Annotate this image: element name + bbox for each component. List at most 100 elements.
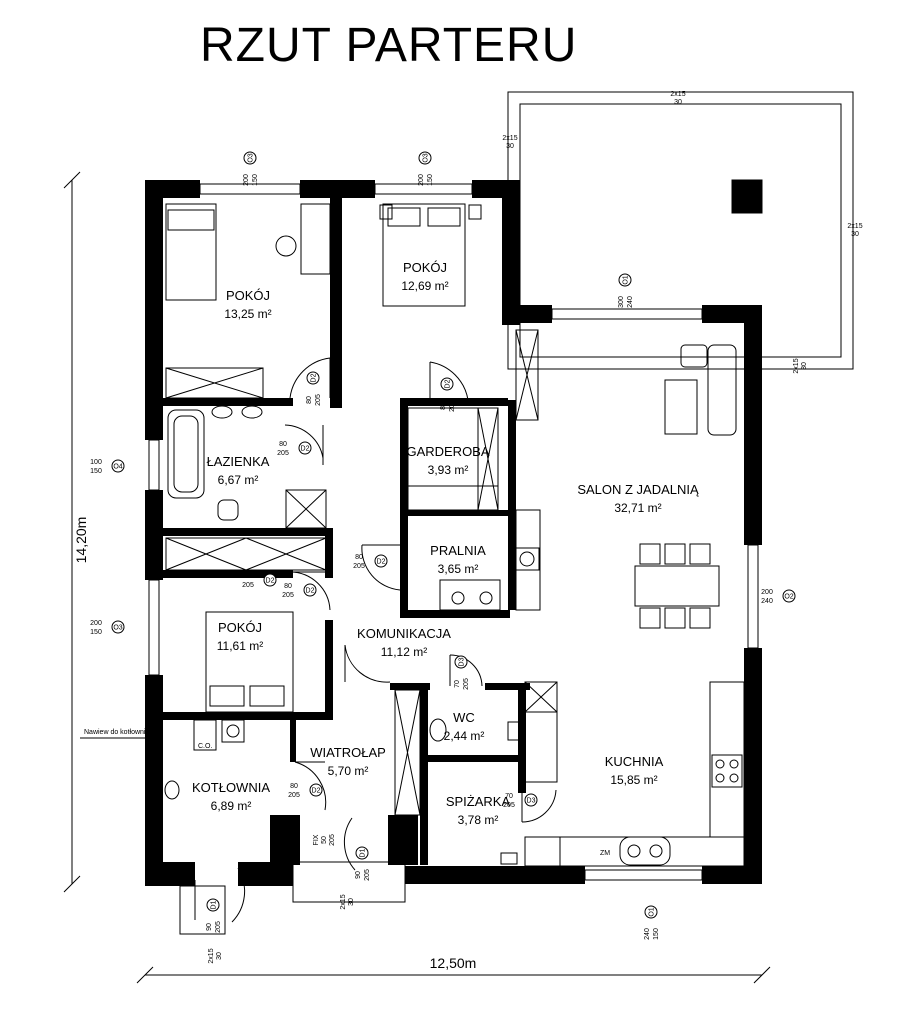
room-label: SPIŻARKA 3,78 m² <box>446 794 511 827</box>
window-size: 150 <box>653 928 660 940</box>
room-name: PRALNIA <box>430 543 486 558</box>
fix-window-text: FIX <box>313 834 320 845</box>
door-marker-circle <box>303 583 317 597</box>
window-size: 240 <box>644 928 651 940</box>
height-dimension: 14,20m <box>73 517 89 564</box>
window-marker-circle <box>111 459 125 473</box>
window-frames <box>148 183 759 881</box>
door-size: 205 <box>215 921 222 933</box>
room-name: KUCHNIA <box>605 754 664 769</box>
door-size: 80 <box>284 583 292 590</box>
room-name: POKÓJ <box>226 288 270 303</box>
room-area: 11,61 m² <box>217 639 263 653</box>
door-marker-circle <box>440 377 454 391</box>
window-marker-label: O1 <box>649 907 656 916</box>
window-marker-label: O3 <box>113 625 122 632</box>
door-marker-label: D1 <box>211 900 218 909</box>
terrace-dimension-text: 30 <box>348 898 355 906</box>
door-size: 80 <box>355 554 363 561</box>
door-size: 90 <box>355 871 362 879</box>
door-size: 205 <box>282 592 294 599</box>
door-size: 205 <box>242 582 254 589</box>
window-marker-circle <box>618 273 632 287</box>
terrace-dimension-text: 2x15 <box>847 223 862 230</box>
door-size: 70 <box>454 680 461 688</box>
door-marker-circle <box>355 846 369 860</box>
room-area: 6,89 m² <box>211 799 252 813</box>
door-marker-circle <box>263 573 277 587</box>
fix-window-text: 205 <box>329 834 336 846</box>
window-marker-circle <box>418 151 432 165</box>
window-marker-label: O1 <box>623 275 630 284</box>
door-size: 80 <box>290 783 298 790</box>
room-area: 2,44 m² <box>444 729 485 743</box>
door-size: 205 <box>364 869 371 881</box>
door-size: 80 <box>306 396 313 404</box>
door-size: 205 <box>315 394 322 406</box>
window-size: 200 <box>418 174 425 186</box>
door-marker-label: D2 <box>301 446 310 453</box>
room-label: PRALNIA 3,65 m² <box>430 543 486 576</box>
room-area: 3,93 m² <box>428 463 469 477</box>
room-area: 3,65 m² <box>438 562 479 576</box>
terrace-dimension-text: 2x15 <box>793 358 800 373</box>
terrace-dimension-text: 2x15 <box>502 135 517 142</box>
window-size: 300 <box>618 296 625 308</box>
door-marker-label: D3 <box>459 657 466 666</box>
door-size: 80 <box>244 573 252 580</box>
door-size: 205 <box>277 450 289 457</box>
interior-walls <box>163 198 530 865</box>
room-label: KOTŁOWNIA 6,89 m² <box>192 780 270 813</box>
terrace-dimension-text: 30 <box>506 143 514 150</box>
window-marker-label: O3 <box>248 153 255 162</box>
door-marker-label: D1 <box>360 848 367 857</box>
window-size: 150 <box>90 468 102 475</box>
room-area: 12,69 m² <box>401 279 448 293</box>
door-marker-label: D2 <box>306 588 315 595</box>
door-marker-label: D2 <box>445 379 452 388</box>
room-name: KOTŁOWNIA <box>192 780 270 795</box>
fix-window-text: 50 <box>321 836 328 844</box>
width-dimension: 12,50m <box>430 955 477 971</box>
door-marker-circle <box>374 554 388 568</box>
door-marker-label: D2 <box>266 578 275 585</box>
door-marker-circle <box>524 793 538 807</box>
terrace <box>507 91 854 370</box>
window-marker-circle <box>782 589 796 603</box>
door-size: 90 <box>206 923 213 931</box>
door-marker-circle <box>454 655 468 669</box>
door-marker-label: D2 <box>311 373 318 382</box>
window-size: 240 <box>627 296 634 308</box>
co-label: C.O. <box>198 743 212 750</box>
room-name: SPIŻARKA <box>446 794 511 809</box>
window-size: 200 <box>90 620 102 627</box>
door-size: 70 <box>505 793 513 800</box>
room-area: 5,70 m² <box>328 764 369 778</box>
room-name: POKÓJ <box>403 260 447 275</box>
window-marker-circle <box>243 151 257 165</box>
room-area: 3,78 m² <box>458 813 499 827</box>
room-name: SALON Z JADALNIĄ <box>577 482 699 497</box>
window-size: 100 <box>90 459 102 466</box>
